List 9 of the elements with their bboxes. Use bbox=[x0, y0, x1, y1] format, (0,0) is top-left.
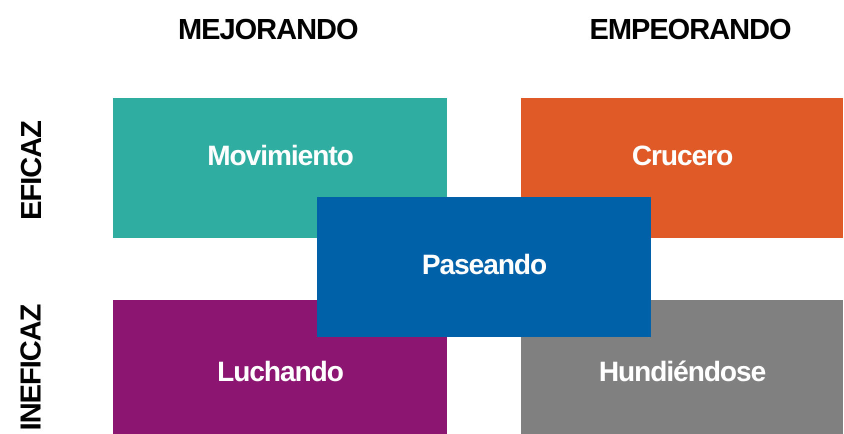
row-heading: INEFICAZ bbox=[15, 304, 48, 430]
column-heading: EMPEORANDO bbox=[590, 14, 791, 46]
row-heading: EFICAZ bbox=[15, 120, 48, 220]
quadrant-label: Crucero bbox=[630, 140, 734, 172]
quadrant-label: Luchando bbox=[216, 356, 344, 388]
quadrant-label: Paseando bbox=[420, 249, 548, 281]
quadrant-label: Movimiento bbox=[206, 140, 354, 172]
column-heading: MEJORANDO bbox=[178, 14, 358, 46]
quadrant-label: Hundiéndose bbox=[598, 356, 766, 388]
